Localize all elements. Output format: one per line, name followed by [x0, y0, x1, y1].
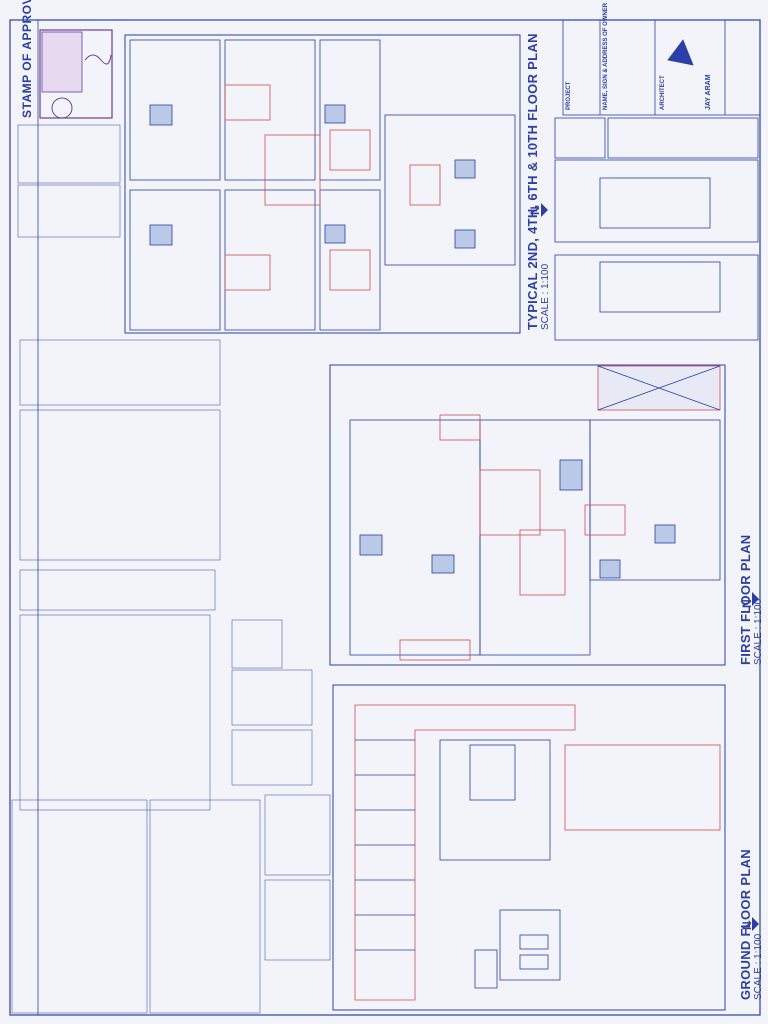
typical-north-label: N: [528, 206, 542, 215]
ground-floor-plan: [332, 684, 726, 1011]
sheet-border: [9, 19, 761, 1016]
first-plan-scale: SCALE : 1:100: [753, 598, 764, 665]
area-tables: [11, 339, 331, 1014]
stamp-title: STAMP OF APPROVAL: [20, 0, 34, 118]
title-block: [554, 19, 761, 341]
owner-label: NAME, SIGN & ADDRESS OF OWNER: [603, 2, 609, 110]
typical-plan-scale: SCALE : 1:100: [540, 263, 551, 330]
north-arrows: [541, 203, 759, 931]
ground-north-label: N: [740, 921, 754, 930]
stamp-heading: STAMP OF APPROVAL 32: [18, 0, 36, 118]
ground-plan-scale: SCALE : 1:100: [753, 933, 764, 1000]
sanction-notes: [17, 124, 121, 238]
first-north-label: N: [740, 599, 754, 608]
project-label: PROJECT: [566, 81, 572, 110]
firm-name: JAY ARAM: [705, 74, 712, 110]
typical-plan-title: TYPICAL 2ND, 4TH, 6TH & 10TH FLOOR PLAN: [525, 33, 540, 330]
architect-label: ARCHITECT: [660, 75, 666, 110]
approval-stamp: [39, 29, 113, 119]
first-floor-plan: [329, 364, 726, 666]
typical-plan-label: TYPICAL 2ND, 4TH, 6TH & 10TH FLOOR PLAN …: [525, 33, 551, 330]
typical-floor-plan: [124, 34, 521, 334]
